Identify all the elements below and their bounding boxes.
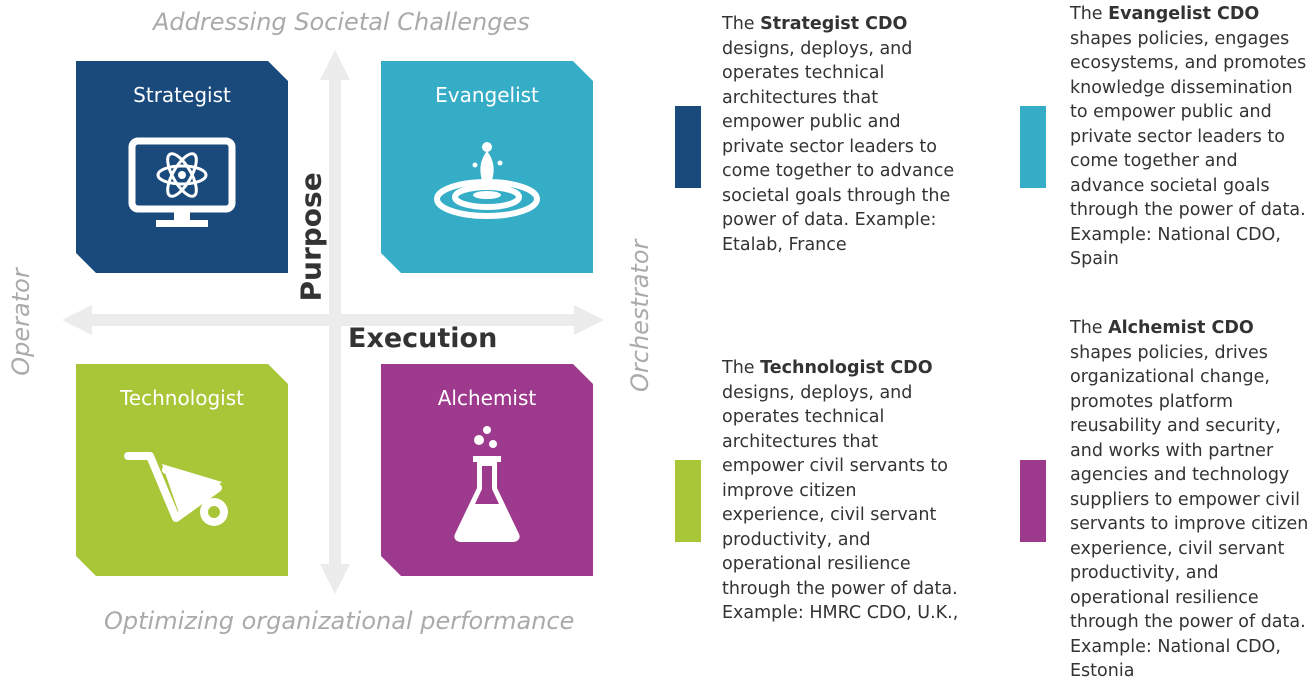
horizontal-arrow-left [62,305,92,335]
top-axis-label: Addressing Societal Challenges [153,8,530,36]
horizontal-axis-line [82,314,590,326]
evangelist-description: The Evangelist CDO shapes policies, enga… [1070,4,1307,269]
vertical-arrow-down [320,564,350,594]
quadrant-technologist-label: Technologist [119,386,244,410]
wheelbarrow-icon [124,452,228,526]
technologist-color-bar [675,460,701,542]
water-drop-icon [434,142,540,219]
quadrant-strategist-label: Strategist [133,83,231,107]
horizontal-arrow-right [574,305,604,335]
purpose-label: Purpose [294,172,328,302]
bottom-axis-label: Optimizing organizational performance [104,607,575,635]
evangelist-color-bar [1020,106,1046,188]
vertical-arrow-up [320,50,350,80]
strategist-description: The Strategist CDO designs, deploys, and… [722,14,955,255]
technologist-description: The Technologist CDO designs, deploys, a… [722,358,959,623]
quadrant-strategist: Strategist [76,61,288,273]
quadrant-evangelist-label: Evangelist [435,83,539,107]
quadrant-alchemist-label: Alchemist [437,386,537,410]
alchemist-color-bar [1020,460,1046,542]
alchemist-description: The Alchemist CDO shapes policies, drive… [1070,318,1309,681]
quadrant-alchemist: Alchemist [381,364,593,576]
quadrant-technologist: Technologist [76,364,288,576]
quadrant-evangelist: Evangelist [381,61,593,273]
monitor-atom-icon [128,137,236,227]
axis-arrows [62,50,604,594]
strategist-color-bar [675,106,701,188]
execution-label: Execution [348,323,498,354]
flask-icon [454,426,520,542]
